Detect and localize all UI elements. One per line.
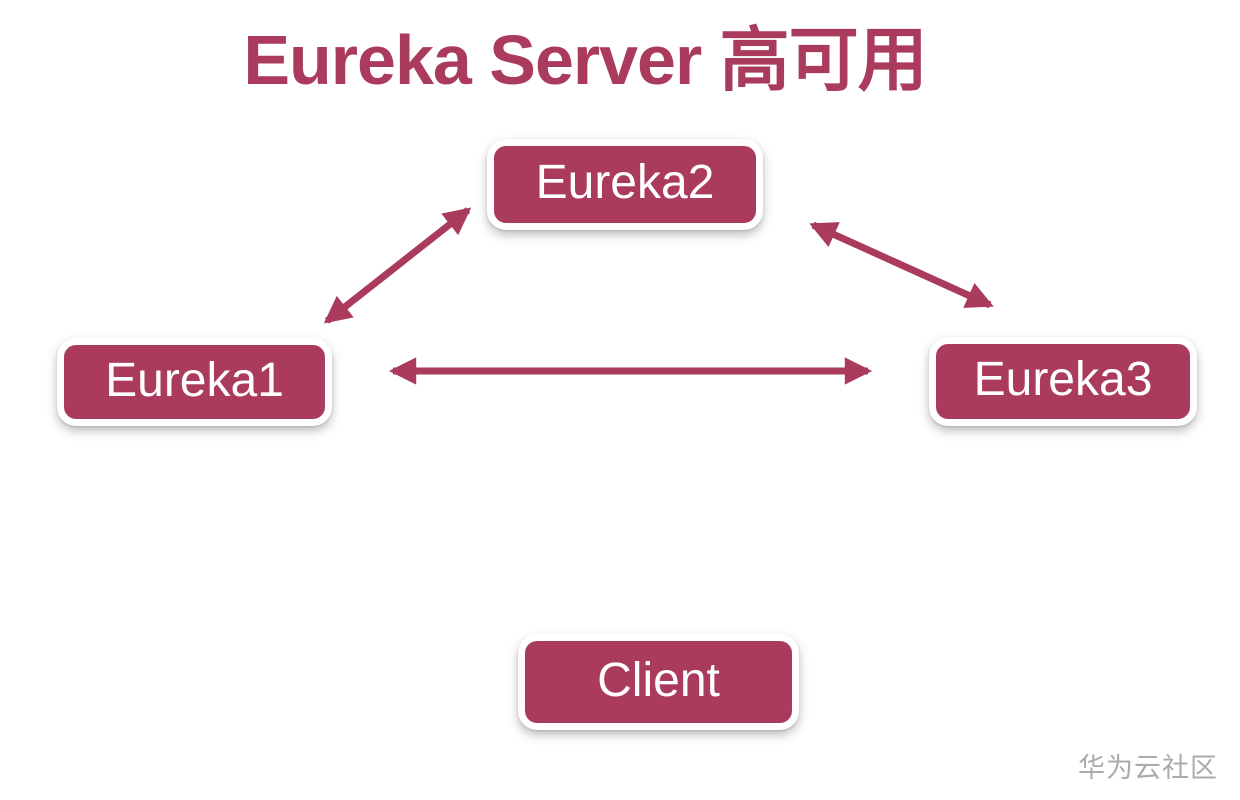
- watermark-text: 华为云社区: [1078, 753, 1218, 783]
- node-label: Eureka3: [973, 353, 1153, 406]
- node-client: Client: [518, 634, 799, 730]
- connection-arrow: [809, 221, 994, 309]
- connection-arrow: [323, 207, 472, 324]
- node-label: Eureka2: [535, 156, 715, 209]
- node-eureka1: Eureka1: [57, 338, 332, 426]
- node-eureka3: Eureka3: [929, 337, 1197, 426]
- connector-lines: [323, 207, 994, 385]
- node-eureka2: Eureka2: [487, 139, 763, 230]
- node-label: Client: [597, 653, 720, 707]
- node-label: Eureka1: [105, 353, 284, 407]
- diagram-title: Eureka Server 高可用: [243, 21, 927, 99]
